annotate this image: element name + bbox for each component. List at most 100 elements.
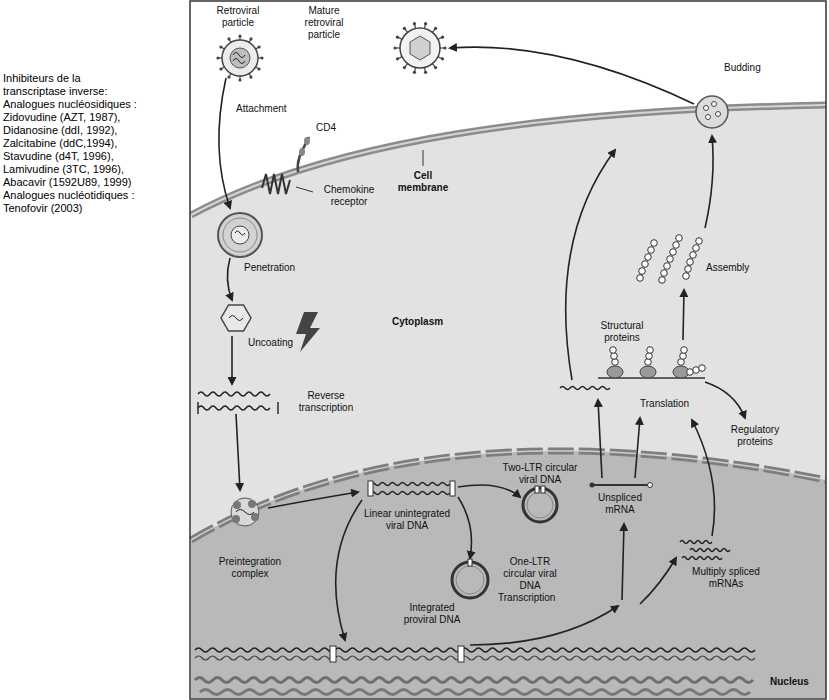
nucleic-acid — [195, 648, 755, 652]
retroviral-particle — [233, 53, 245, 64]
cycle-arrow — [640, 558, 676, 604]
drug-list-text: Analogues nucléotidiques : — [3, 189, 134, 202]
cycle-arrow — [450, 47, 694, 104]
drug-list-text: Zalcitabine (ddC,1994), — [3, 137, 117, 150]
translation-ribosomes — [607, 366, 623, 378]
penetration-vesicle — [218, 213, 262, 257]
mature-particle — [441, 57, 444, 60]
stage-label: Translation — [640, 398, 689, 410]
retroviral-particle — [249, 37, 252, 40]
retroviral-particle — [249, 75, 252, 78]
nucleic-acid — [200, 690, 750, 695]
retroviral-particle — [227, 37, 230, 40]
retroviral-particle — [219, 67, 222, 70]
uncoating-capsid — [296, 312, 320, 352]
drug-list-text: Stavudine (d4T, 1996), — [3, 150, 114, 163]
cycle-arrow — [683, 290, 684, 340]
stage-label: Retroviral particle — [208, 5, 268, 29]
budding-particle — [712, 102, 717, 107]
budding-particle — [696, 96, 728, 128]
retroviral-particle — [257, 67, 260, 70]
nucleus-body — [191, 451, 826, 698]
protein-chain — [645, 254, 652, 261]
unspliced-mrna-strand — [590, 483, 595, 488]
protein-chain — [699, 365, 706, 372]
cycle-arrow — [236, 414, 240, 490]
retroviral-particle — [257, 45, 260, 48]
nucleic-acid — [458, 646, 464, 662]
stage-label: Budding — [724, 62, 761, 74]
protein-chain — [670, 249, 677, 256]
stage-label: Unspliced mRNA — [590, 492, 650, 516]
stage-label: Mature retroviral particle — [296, 5, 352, 41]
cycle-arrow — [705, 136, 713, 228]
cycle-arrow — [470, 606, 618, 645]
nucleic-acid — [682, 557, 722, 560]
retroviral-particle — [222, 40, 258, 76]
protein-chain — [690, 252, 697, 259]
cd4-receptor — [299, 148, 305, 156]
budding-particle — [696, 96, 728, 128]
stage-label: Reverse transcription — [288, 390, 364, 414]
retroviral-particle — [216, 56, 219, 59]
protein-chain — [646, 353, 653, 360]
protein-chain — [645, 359, 652, 366]
cell-body — [191, 105, 826, 215]
nucleus-body — [191, 451, 826, 698]
mature-particle — [413, 22, 416, 25]
two-ltr-circle — [535, 486, 539, 493]
nucleic-acid — [680, 541, 712, 544]
mature-particle — [393, 22, 446, 74]
stage-label: Preintegration complex — [208, 556, 292, 580]
preintegration-complex — [231, 498, 259, 526]
preintegration-complex — [231, 498, 259, 526]
stage-label: Nucleus — [770, 676, 809, 688]
cycle-arrow — [635, 418, 640, 478]
cd4-receptor — [298, 137, 310, 172]
stage-label: Two-LTR circular viral DNA — [500, 462, 580, 486]
chemokine-receptor-coil — [262, 174, 290, 194]
stage-label: Assembly — [706, 262, 749, 274]
stage-label: One-LTR circular viral DNA — [494, 556, 566, 592]
cycle-arrow — [219, 78, 230, 208]
nucleic-acid — [198, 392, 270, 396]
mature-particle — [443, 46, 446, 49]
stage-label: Regulatory proteins — [724, 424, 786, 448]
protein-chain — [696, 238, 703, 245]
frame-border — [190, 1, 826, 699]
protein-chain — [610, 347, 617, 354]
one-ltr-circle — [452, 562, 488, 598]
mature-particle — [424, 71, 427, 74]
cycle-arrow — [458, 497, 472, 558]
protein-chain — [659, 277, 666, 284]
protein-chain — [685, 266, 692, 273]
nucleic-acid — [198, 406, 270, 410]
drug-list-text: Analogues nucléosidiques : — [3, 98, 137, 111]
nucleic-acid — [690, 549, 730, 552]
mature-particle — [400, 28, 440, 68]
budding-particle — [704, 106, 709, 111]
protein-chain — [667, 256, 674, 263]
nucleic-acid — [195, 656, 755, 660]
mature-particle — [393, 46, 396, 49]
mature-particle — [403, 66, 406, 69]
stage-label: Penetration — [244, 262, 295, 274]
protein-chain — [687, 259, 694, 266]
protein-chain — [673, 242, 680, 249]
nucleic-acid — [450, 481, 455, 496]
preintegration-complex — [232, 515, 240, 523]
retroviral-particle — [216, 34, 263, 81]
retroviral-particle — [238, 78, 241, 81]
mature-particle — [413, 71, 416, 74]
stage-label: Linear unintegrated viral DNA — [362, 508, 452, 532]
cd4-receptor — [298, 137, 309, 172]
nucleic-acid — [560, 387, 610, 390]
retroviral-particle — [227, 75, 230, 78]
drug-list-text: Abacavir (1592U89, 1999) — [3, 176, 131, 189]
stage-label: Structural proteins — [594, 320, 650, 344]
cell-body — [191, 105, 826, 215]
stage-label: Multiply spliced mRNAs — [690, 566, 762, 590]
nucleic-acid — [330, 646, 336, 662]
two-ltr-circle — [523, 486, 557, 522]
cycle-arrow — [598, 400, 602, 478]
